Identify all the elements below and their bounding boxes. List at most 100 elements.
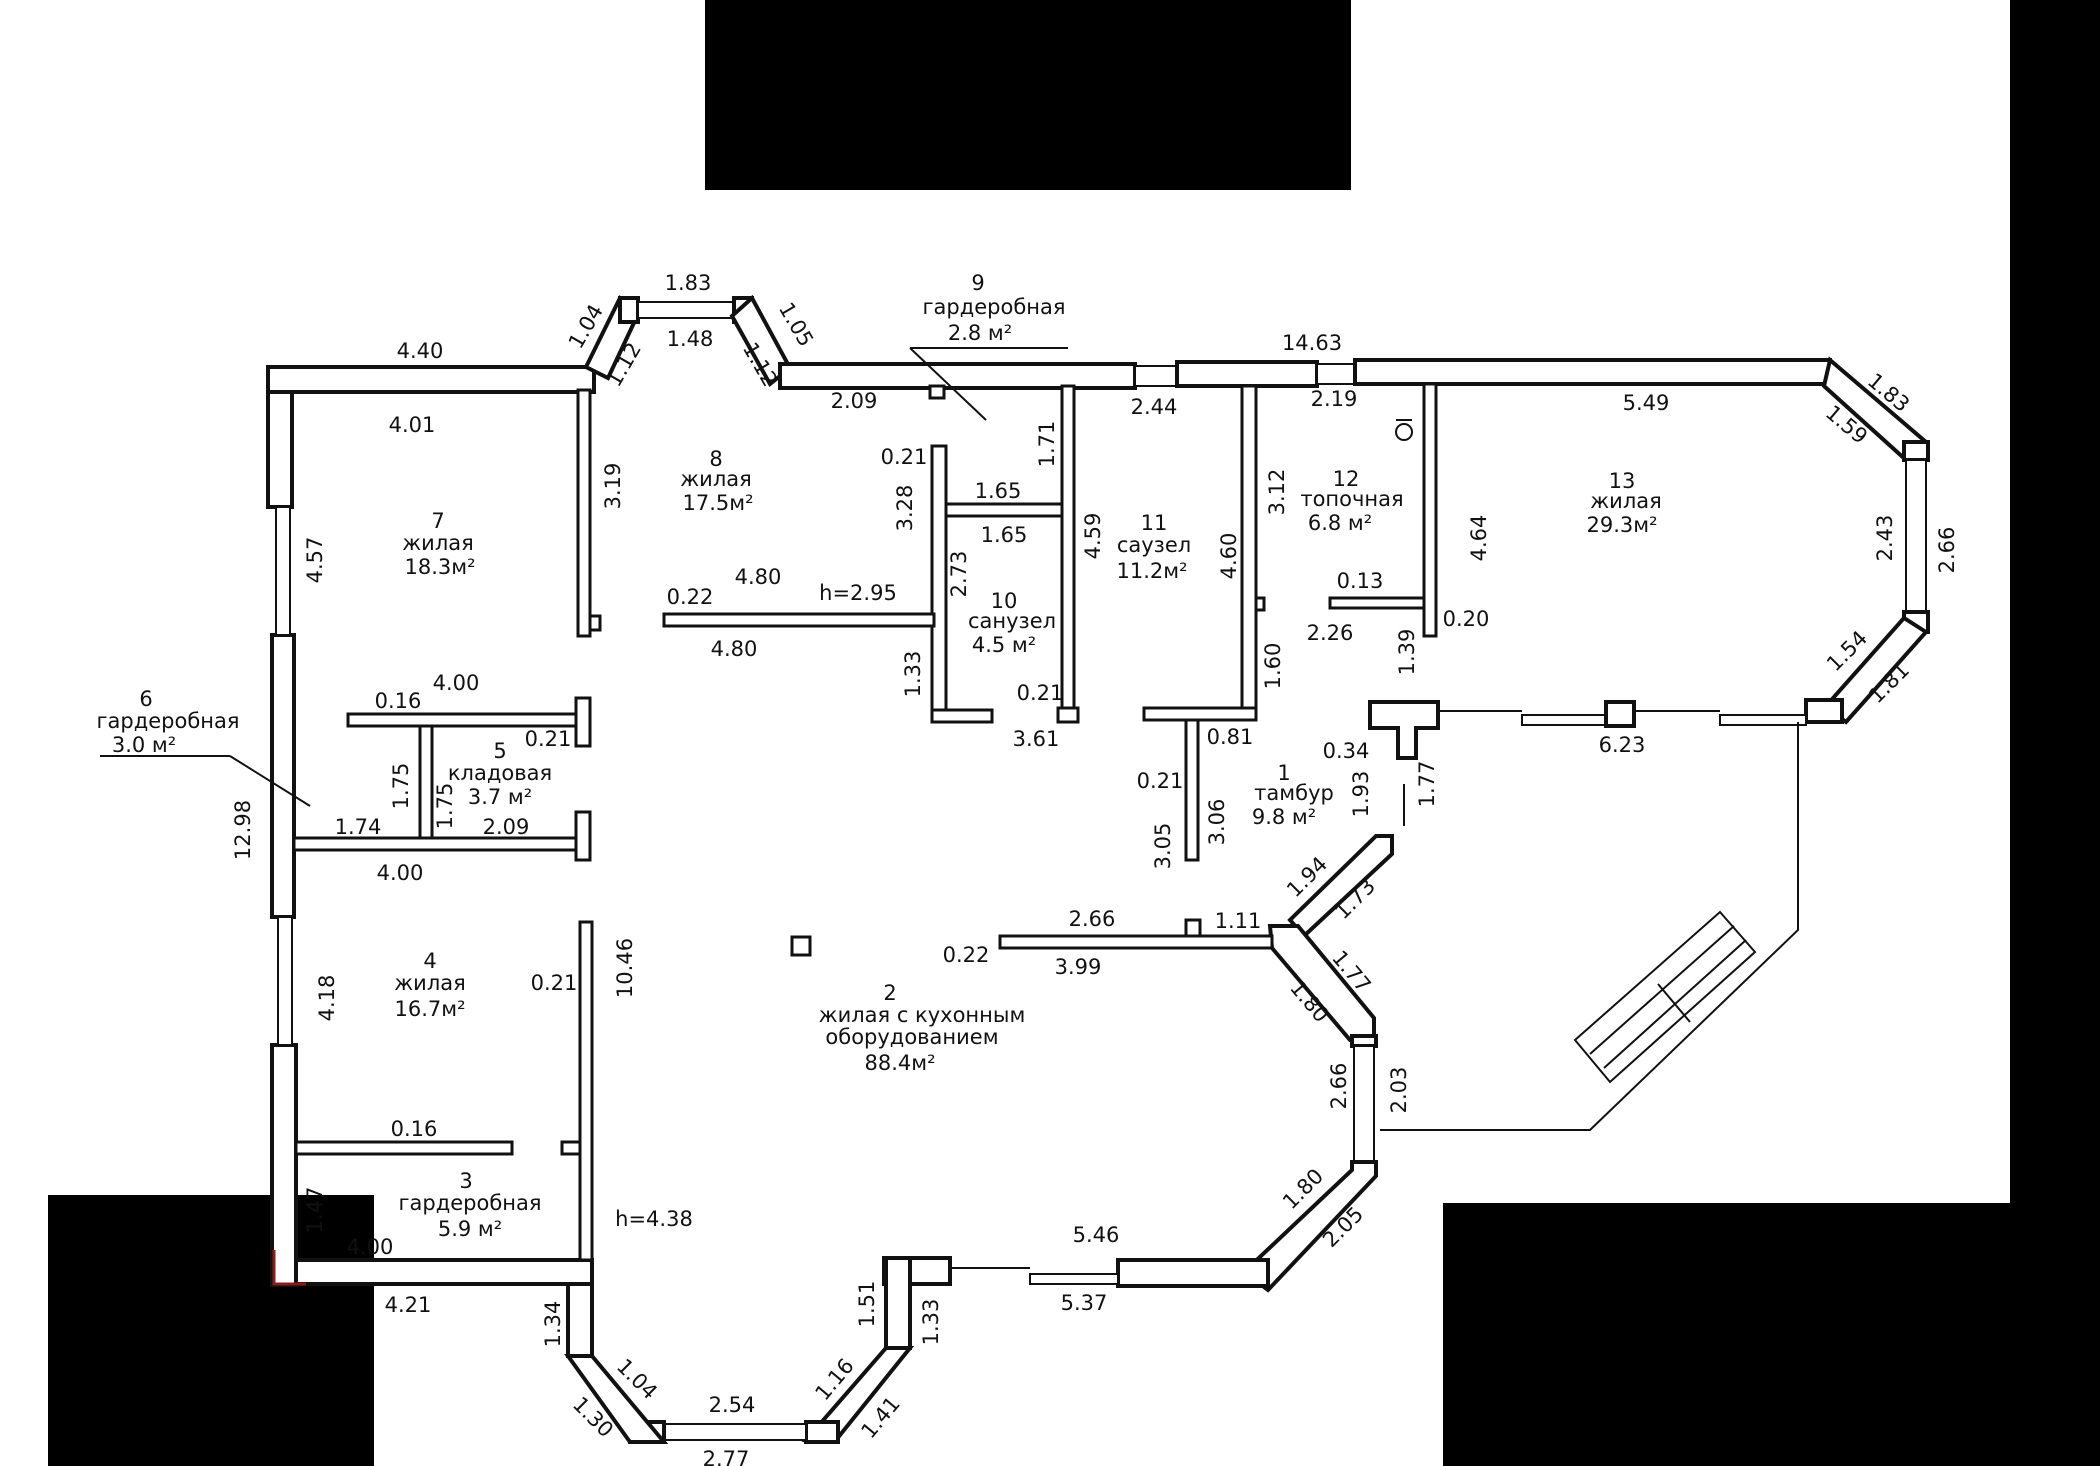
boiler-icon (1395, 419, 1413, 441)
room3-area: 5.9 м² (438, 1217, 502, 1241)
room4-number: 4 (423, 949, 436, 973)
dim-306: 3.06 (1205, 799, 1229, 846)
room13-name: жилая (1590, 489, 1662, 513)
dim-165b: 1.65 (981, 523, 1028, 547)
dim-177a: 1.77 (1415, 761, 1439, 808)
dim-209-top: 2.09 (831, 389, 878, 413)
room1-number: 1 (1277, 761, 1290, 785)
redaction-block-top (705, 0, 1351, 190)
dim-400a: 4.00 (433, 671, 480, 695)
room5-bottom-stub (574, 810, 592, 862)
room1-name: тамбур (1254, 781, 1334, 805)
room5-bottom-wall (292, 836, 578, 852)
dim-464: 4.64 (1467, 515, 1491, 562)
dim-480b: 4.80 (711, 637, 758, 661)
room12-shelf (1328, 596, 1426, 610)
room8-divider (662, 612, 936, 628)
dim-537: 5.37 (1061, 1291, 1108, 1315)
dim-203: 2.03 (1387, 1067, 1411, 1114)
room8-name: жилая (680, 467, 752, 491)
redaction-block-bottom-right (1443, 1203, 2010, 1466)
room6-number: 6 (139, 687, 152, 711)
room11-name: саузел (1117, 533, 1191, 557)
room7-number: 7 (431, 509, 444, 533)
room11-stub (1254, 596, 1266, 612)
room5-area: 3.7 м² (468, 785, 532, 809)
kitchen-divider (998, 934, 1274, 950)
top-wall-a (778, 362, 1137, 390)
room10-area: 4.5 м² (972, 633, 1036, 657)
dim-549: 5.49 (1623, 391, 1670, 415)
dim-546: 5.46 (1073, 1223, 1120, 1247)
dim-361: 3.61 (1013, 727, 1060, 751)
tambour-wall (1184, 718, 1200, 862)
dim-480a: 4.80 (735, 565, 782, 589)
room5-left-wall (418, 724, 434, 844)
room10-number: 10 (991, 589, 1018, 613)
bath-shelf (944, 502, 1070, 518)
dim-171: 1.71 (1035, 421, 1059, 468)
dim-421: 4.21 (385, 1293, 432, 1317)
dim-111: 1.11 (1215, 909, 1262, 933)
dim-219: 2.19 (1311, 387, 1358, 411)
room5-number: 5 (493, 739, 506, 763)
room13-number: 13 (1609, 469, 1636, 493)
dim-022b: 0.22 (943, 943, 990, 967)
dim-021e: 0.21 (531, 971, 578, 995)
dim-418: 4.18 (315, 975, 339, 1022)
room3-name: гардеробная (398, 1191, 541, 1215)
dim-1046: 10.46 (613, 938, 637, 998)
dim-266-mid: 2.66 (1069, 907, 1116, 931)
room9-number: 9 (971, 271, 984, 295)
room2-number: 2 (883, 981, 896, 1005)
dim-034: 0.34 (1323, 739, 1370, 763)
dim-457: 4.57 (303, 537, 327, 584)
dim-160: 1.60 (1261, 643, 1285, 690)
room9-area: 2.8 м² (948, 321, 1012, 345)
entry-diagonal-wall (1287, 834, 1394, 939)
dim-133a: 1.33 (901, 651, 925, 698)
bottom-wall-right (1116, 1258, 1270, 1288)
dimension-labels: 1.83 1.48 4.40 4.01 14.63 2.09 2.44 2.19… (335, 271, 1670, 1466)
left-wall-mid (270, 633, 296, 919)
bottom-bay-window (661, 1423, 807, 1441)
height-label-2: h=4.38 (615, 1207, 693, 1231)
dim-081: 0.81 (1207, 725, 1254, 749)
lower-right-bottom-diag (1240, 1160, 1378, 1293)
dim-151: 1.51 (855, 1281, 879, 1328)
room3-stub (560, 1140, 582, 1156)
lower-right-window (1353, 1045, 1375, 1163)
dim-254: 2.54 (709, 1393, 756, 1417)
right-bottom-window-2 (1719, 714, 1807, 726)
top-bay-top (618, 296, 640, 324)
dim-305: 3.05 (1151, 823, 1175, 870)
dim-401: 4.01 (389, 413, 436, 437)
dim-016b: 0.16 (391, 1117, 438, 1141)
room10-right-wall (1060, 384, 1076, 724)
room12-number: 12 (1333, 467, 1360, 491)
room5-name: кладовая (448, 761, 552, 785)
dim-1298: 12.98 (231, 800, 255, 860)
dim-147: 1.47 (303, 1187, 327, 1234)
dim-319: 3.19 (601, 463, 625, 510)
dim-312: 3.12 (1265, 469, 1289, 516)
dim-183-top: 1.83 (665, 271, 712, 295)
room13-area: 29.3м² (1586, 513, 1657, 537)
room11-right-wall (1240, 384, 1258, 722)
dim-226: 2.26 (1307, 621, 1354, 645)
room2-name-line2: оборудованием (825, 1025, 998, 1049)
right-bottom-stub (1804, 698, 1844, 724)
right-bottom-pier (1604, 700, 1636, 728)
room9-name: гардеробная (922, 295, 1065, 319)
room8-area: 17.5м² (682, 491, 753, 515)
room9-stub (928, 384, 946, 400)
dim-148: 1.48 (667, 327, 714, 351)
dim-400b: 4.00 (377, 861, 424, 885)
dim-400c: 4.00 (347, 1235, 394, 1259)
bottom-left-corner-accent (272, 1250, 306, 1286)
terrace-stairs (1573, 910, 1757, 1084)
room-labels: 1 тамбур 9.8 м² 2 жилая с кухонным обору… (96, 271, 1661, 1241)
dim-243: 2.43 (1873, 515, 1897, 562)
bottom-bay-right-side (884, 1256, 912, 1350)
